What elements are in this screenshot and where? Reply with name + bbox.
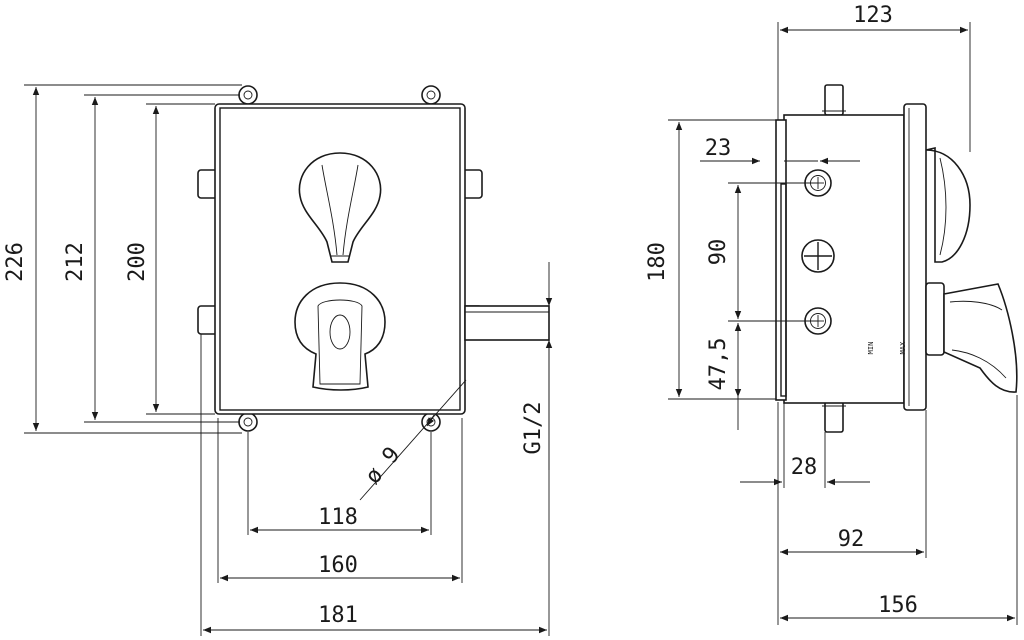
- label-min: MIN: [867, 342, 875, 355]
- side-mixer-lever: [925, 282, 1018, 393]
- mixer-handle: [294, 282, 386, 391]
- dim-hole: ø 9: [361, 443, 406, 490]
- diverter-handle: [298, 152, 382, 263]
- dim-23: 23: [705, 136, 732, 161]
- side-dimensions: 123 180 23 90 47,5 28 92 156: [645, 3, 1018, 625]
- side-diverter-handle: [925, 147, 971, 263]
- label-max: MAX: [899, 341, 907, 354]
- dim-181: 181: [318, 603, 358, 628]
- dim-226: 226: [3, 242, 28, 282]
- dim-156: 156: [878, 593, 918, 618]
- side-faceplate: [903, 103, 927, 411]
- dim-200: 200: [125, 242, 150, 282]
- side-view: MIN MAX: [775, 84, 1018, 433]
- dim-g12: G1/2: [521, 402, 546, 455]
- pipe-outlet: [464, 305, 550, 341]
- dim-180: 180: [645, 242, 670, 282]
- dim-160: 160: [318, 553, 358, 578]
- dim-92: 92: [838, 527, 865, 552]
- dim-212: 212: [63, 242, 88, 282]
- front-box-inner: [219, 107, 461, 411]
- dim-90: 90: [706, 239, 731, 266]
- dim-475: 47,5: [706, 338, 731, 391]
- front-view: [197, 85, 550, 432]
- dim-28: 28: [791, 455, 818, 480]
- dim-123: 123: [853, 3, 893, 28]
- dim-118: 118: [318, 505, 358, 530]
